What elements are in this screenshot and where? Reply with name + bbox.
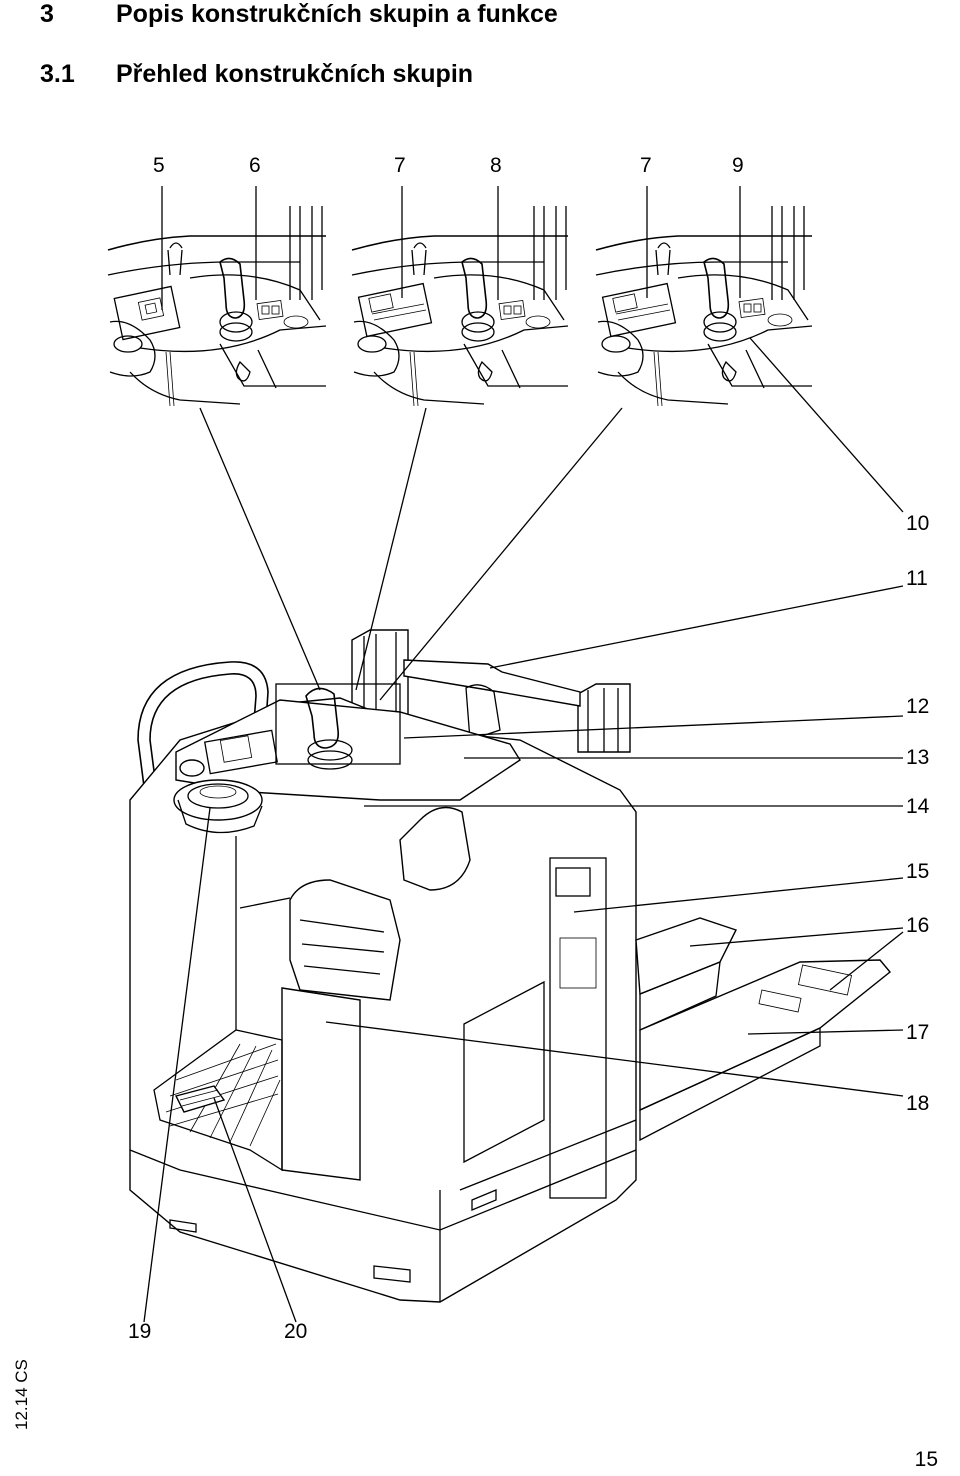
chapter-heading: 3 Popis konstrukčních skupin a funkce <box>40 0 558 29</box>
callout-9: 9 <box>732 154 744 177</box>
callout-10: 10 <box>906 512 930 535</box>
truck-body <box>129 629 891 1303</box>
callout-15: 15 <box>906 860 930 883</box>
callout-7a: 7 <box>394 154 406 177</box>
callout-7b: 7 <box>640 154 652 177</box>
callout-13: 13 <box>906 746 930 769</box>
chapter-title: Popis konstrukčních skupin a funkce <box>116 0 558 28</box>
callout-16: 16 <box>906 914 930 937</box>
callout-19: 19 <box>128 1320 152 1343</box>
callout-17: 17 <box>906 1021 930 1044</box>
control-panel-detail-2 <box>351 200 569 407</box>
page-number: 15 <box>914 1448 938 1471</box>
callout-6: 6 <box>249 154 261 177</box>
callout-14: 14 <box>906 795 930 818</box>
callout-11: 11 <box>906 567 928 590</box>
callout-12: 12 <box>906 695 930 718</box>
callout-5: 5 <box>153 154 165 177</box>
callout-18: 18 <box>906 1092 930 1115</box>
top-callout-leaders <box>161 186 741 310</box>
control-panel-detail-1 <box>107 200 327 407</box>
document-code: 12.14 CS <box>12 1359 31 1430</box>
right-callout-leaders <box>143 337 904 1323</box>
section-number: 3.1 <box>40 60 75 88</box>
control-panel-detail-3 <box>595 200 813 407</box>
callout-8: 8 <box>490 154 502 177</box>
callout-20: 20 <box>284 1320 308 1343</box>
section-title: Přehled konstrukčních skupin <box>116 60 474 88</box>
chapter-number: 3 <box>40 0 54 28</box>
section-heading: 3.1 Přehled konstrukčních skupin <box>40 60 473 89</box>
